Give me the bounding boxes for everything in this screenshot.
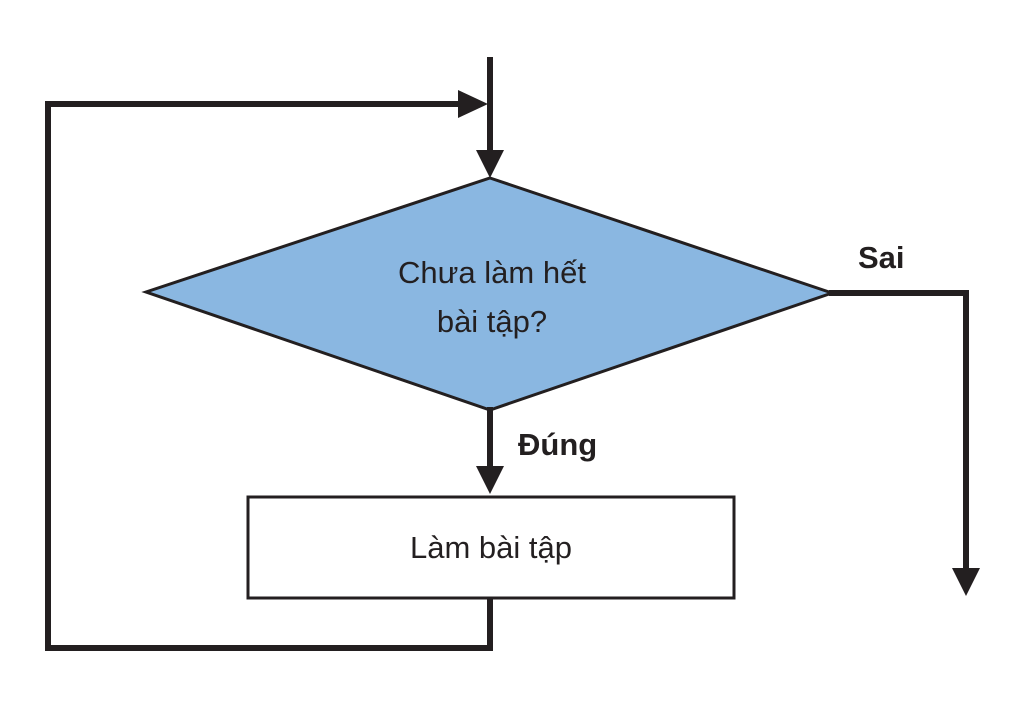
entry-arrow-head <box>476 150 504 178</box>
false-branch-label: Sai <box>858 240 905 275</box>
true-branch-arrow-head <box>476 466 504 494</box>
decision-text-line-1: Chưa làm hết <box>398 255 586 290</box>
process-box <box>246 495 736 600</box>
loop-back-line <box>45 101 493 651</box>
loop-back-arrow-head <box>458 90 488 118</box>
false-branch-arrow-head <box>952 568 980 596</box>
decision-diamond <box>141 176 837 412</box>
false-branch-line <box>829 290 969 575</box>
process-text: Làm bài tập <box>410 530 572 565</box>
true-branch-label: Đúng <box>518 427 597 462</box>
decision-text-line-2: bài tập? <box>437 304 547 339</box>
